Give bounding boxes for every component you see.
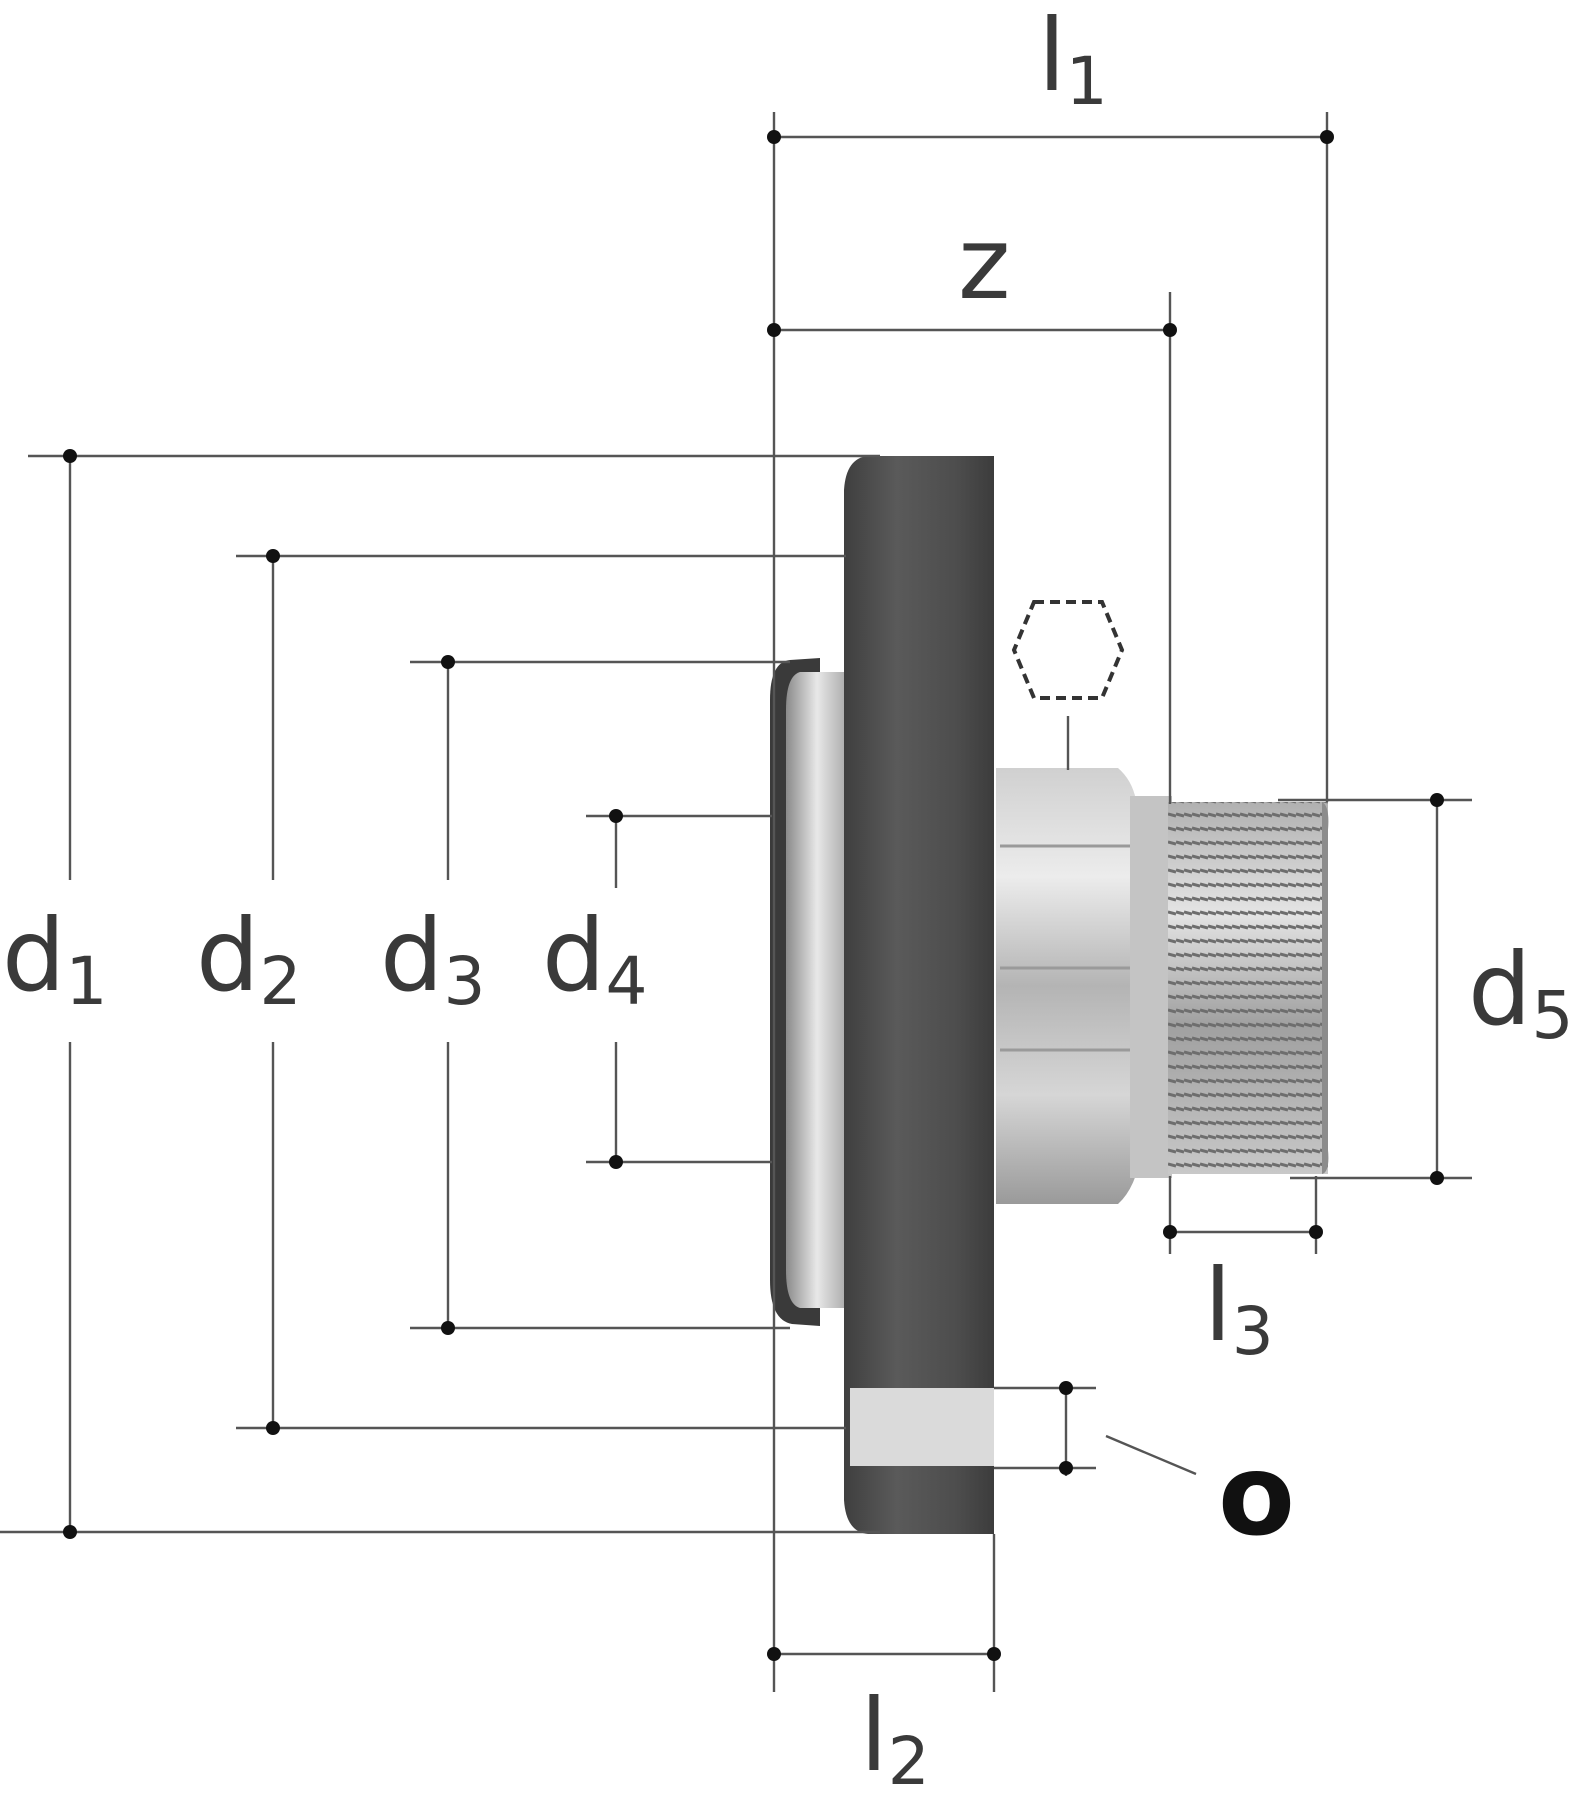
dim-label-l1: l1: [1038, 0, 1108, 120]
flange-disc: [844, 456, 994, 1534]
thread-end: [1322, 802, 1329, 1174]
neck: [1130, 796, 1172, 1178]
hex-nut: [996, 768, 1142, 1204]
dim-label-l3: l3: [1204, 1247, 1274, 1370]
flange-band: [850, 1388, 994, 1466]
dimension-dots: [63, 130, 1444, 1661]
dim-label-d3: d3: [380, 897, 485, 1020]
collar: [786, 672, 848, 1308]
dimension-lines: [0, 112, 1472, 1692]
dim-label-d5: d5: [1468, 931, 1573, 1054]
dim-label-d2: d2: [196, 897, 301, 1020]
dim-label-z: z: [958, 205, 1011, 322]
hex-nut-edge: [1000, 844, 1140, 1052]
band-marker-label: o: [1218, 1431, 1295, 1561]
hexagon-wrench-icon: [1011, 600, 1125, 700]
thread-grooves: [1168, 802, 1328, 1174]
dim-label-d4: d4: [542, 897, 647, 1020]
dim-label-d1: d1: [2, 897, 107, 1020]
dim-label-l2: l2: [860, 1677, 930, 1800]
fitting-body: [770, 456, 1329, 1534]
